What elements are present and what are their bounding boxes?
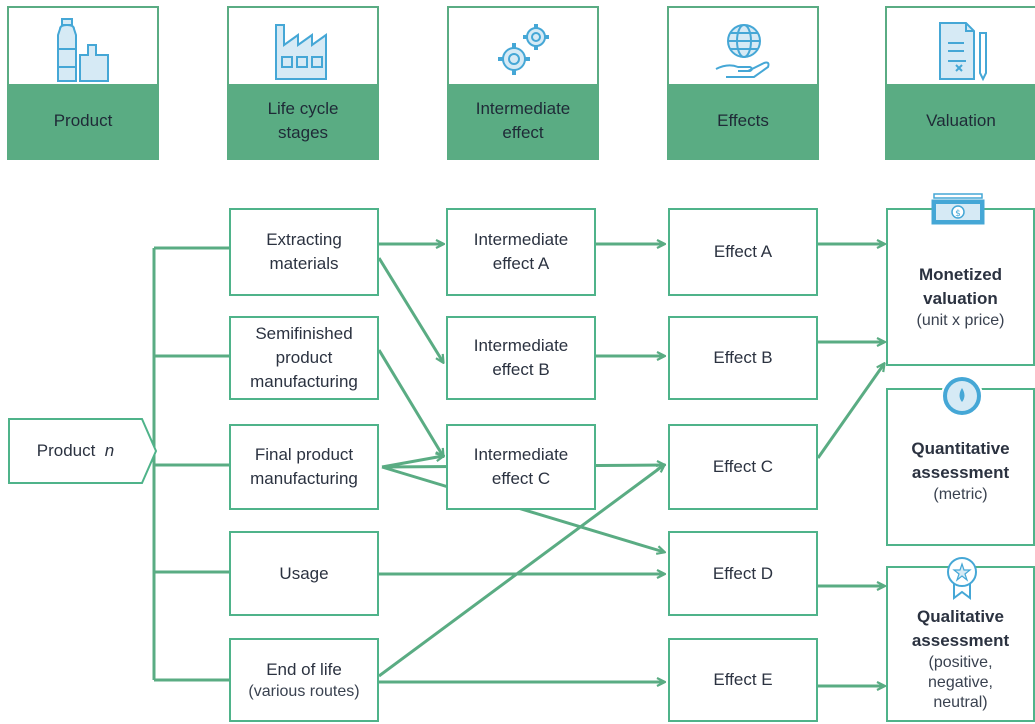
factory-icon [229,12,377,88]
header-label: Valuation [887,84,1035,158]
arrow-ec-monetized [816,364,884,459]
stage-extracting: Extracting materials [229,208,379,296]
arrow-semi-ic [377,349,443,456]
stage-end-of-life-sub: (various routes) [248,683,360,700]
header-effects: Effects [667,6,819,160]
header-product: Product [7,6,159,160]
banknote-icon: $ [930,192,986,228]
header-valuation: Valuation [885,6,1035,160]
header-label: Life cycle stages [229,84,377,158]
stage-final: Final product manufacturing [229,424,379,510]
stage-end-of-life: End of life (various routes) [229,638,379,722]
gears-icon [449,12,597,88]
intermediate-b: Intermediate effect B [446,316,596,400]
globe-hand-icon [669,12,817,88]
product-node: Product n [8,418,158,484]
valuation-sub: (unit x price) [916,312,1005,329]
product-label: Product [36,441,96,460]
effect-c: Effect C [668,424,818,510]
award-badge-icon [944,556,980,600]
valuation-title: Qualitative assessment [911,607,1010,650]
stage-semifinished: Semifinished product manufacturing [229,316,379,400]
stage-end-of-life-label: End of life [266,660,342,679]
arrow-end-ec [378,465,664,678]
svg-text:$: $ [955,209,961,219]
valuation-monetized: Monetized valuation (unit x price) [886,208,1035,366]
product-variable: n [104,441,115,460]
header-label: Intermediate effect [449,84,597,158]
gauge-icon [940,374,984,418]
bottle-icon [9,12,157,88]
effect-b: Effect B [668,316,818,400]
arrow-extract-ib [377,257,443,362]
valuation-sub: (metric) [933,486,988,503]
effect-a: Effect A [668,208,818,296]
header-life-cycle: Life cycle stages [227,6,379,160]
intermediate-c: Intermediate effect C [446,424,596,510]
document-pen-icon [887,12,1035,88]
header-label: Effects [669,84,817,158]
stage-usage: Usage [229,531,379,616]
header-label: Product [9,84,157,158]
valuation-sub: (positive, negative, neutral) [928,654,993,711]
valuation-title: Quantitative assessment [911,439,1010,482]
intermediate-a: Intermediate effect A [446,208,596,296]
valuation-title: Monetized valuation [918,265,1003,308]
header-intermediate: Intermediate effect [447,6,599,160]
effect-d: Effect D [668,531,818,616]
arrow-final-ic [381,456,443,469]
effect-e: Effect E [668,638,818,722]
